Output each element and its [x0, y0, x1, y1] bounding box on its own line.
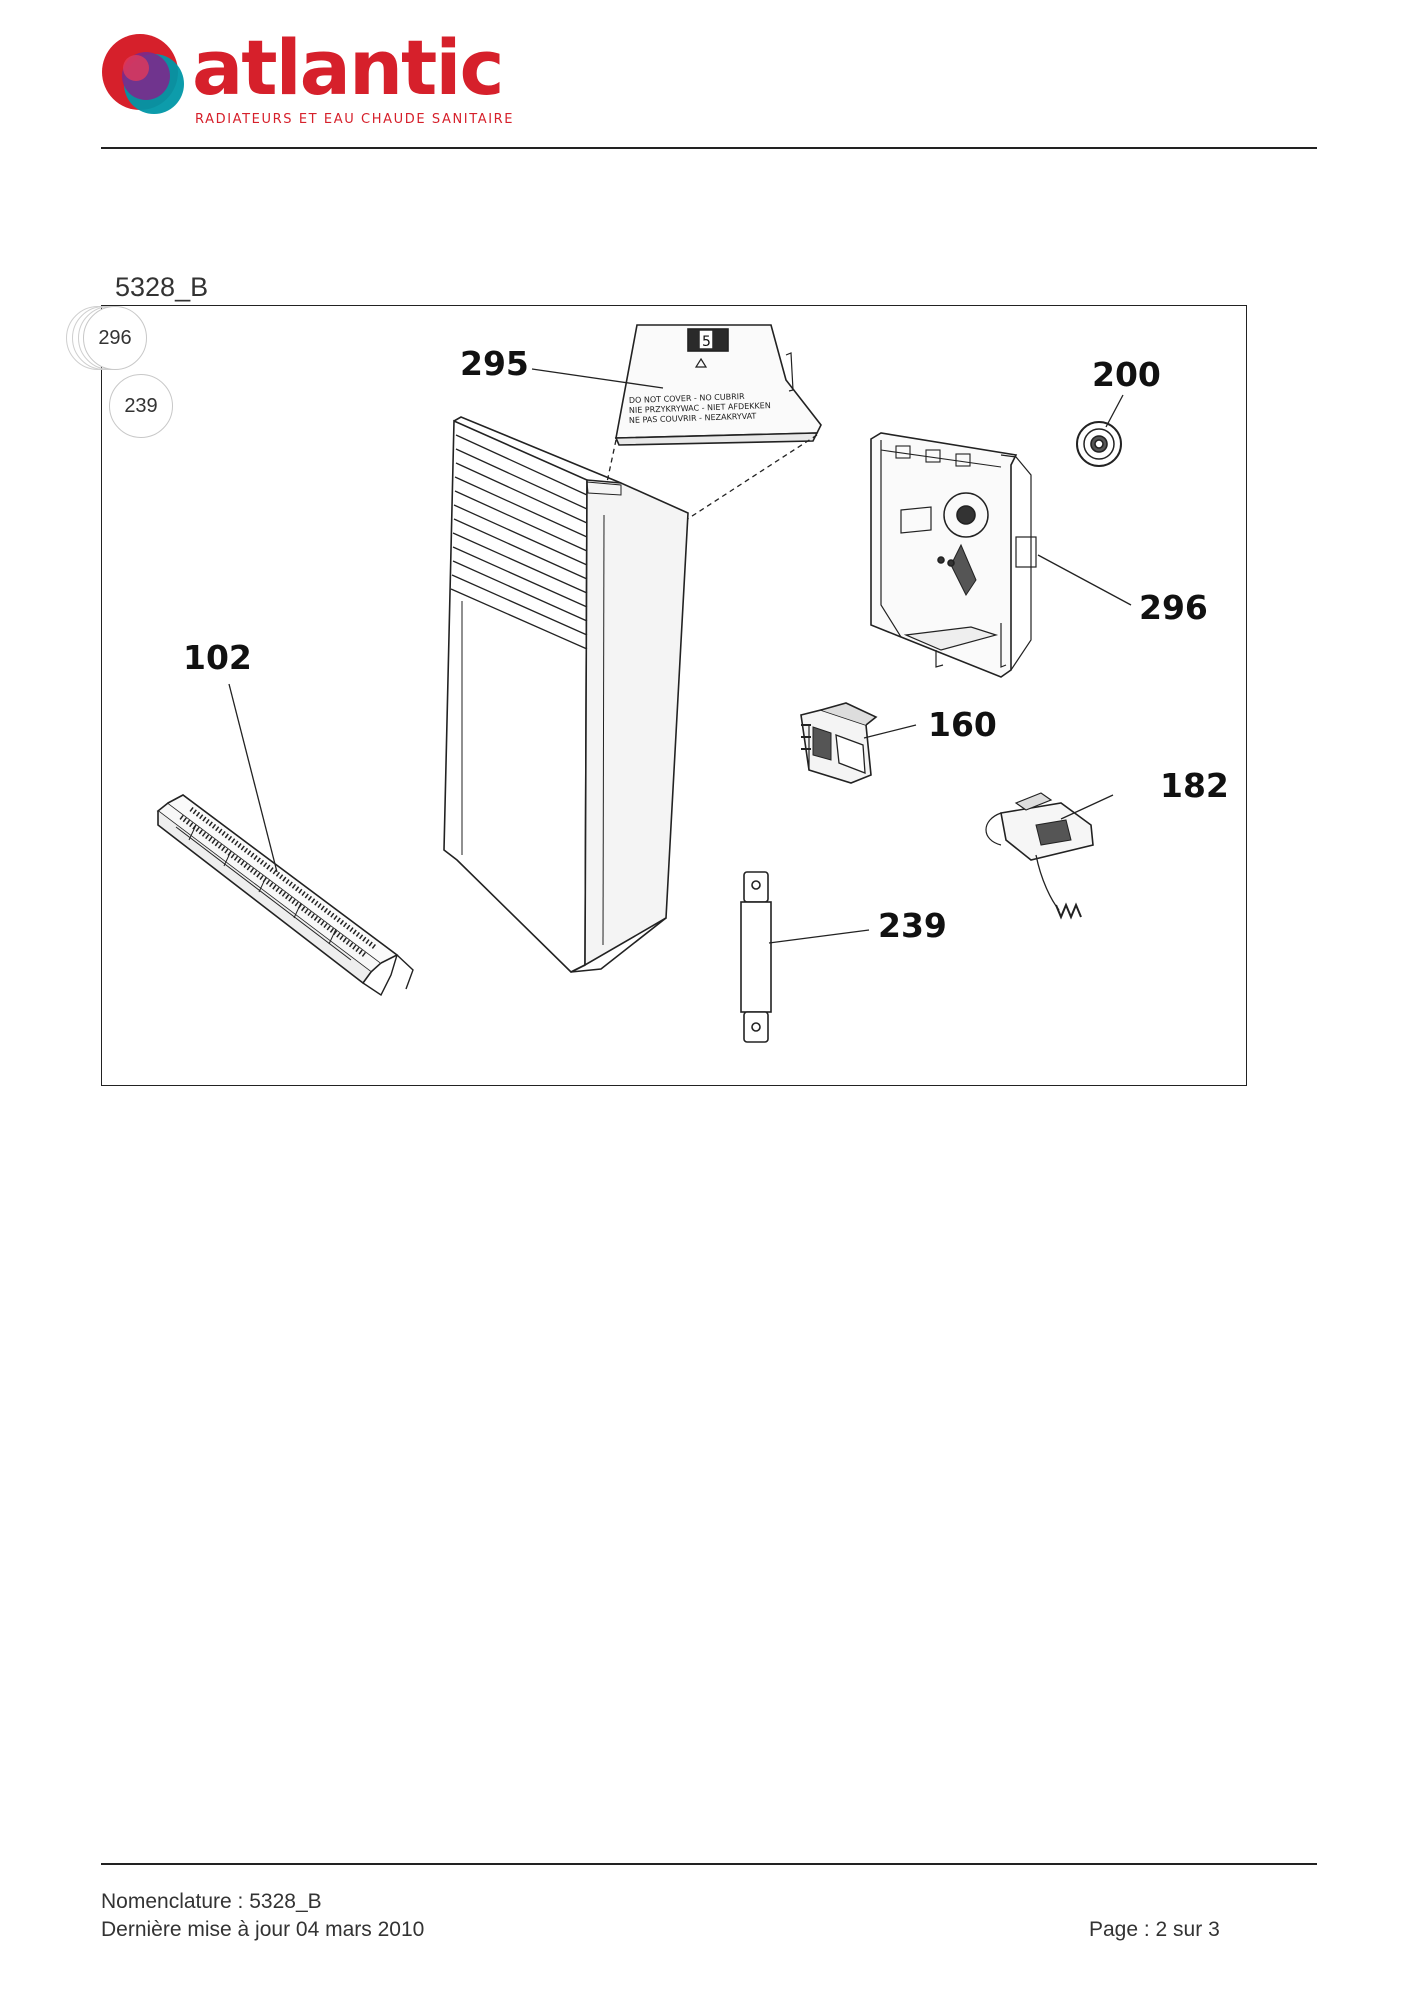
cover-warning-line-3: NE PAS COUVRIR - NEZAKRYVAT — [629, 412, 757, 425]
cover-warning-line-1: DO NOT COVER - NO CUBRIR — [629, 392, 745, 405]
bubble-239[interactable]: 239 — [109, 374, 173, 438]
footer-page-number: Page : 2 sur 3 — [1089, 1918, 1220, 1941]
atlantic-logo — [102, 34, 184, 114]
callout-160: 160 — [928, 705, 997, 744]
document-reference: 5328_B — [115, 272, 209, 302]
part-160-switch — [800, 702, 878, 784]
part-102-heating-element — [156, 794, 414, 997]
part-296-control-box — [870, 432, 1037, 678]
leader-lines — [228, 368, 1132, 944]
header-divider — [101, 147, 1317, 149]
radiator-body — [443, 416, 689, 973]
part-182-thermal-fuse — [985, 792, 1094, 920]
footer-nomenclature: Nomenclature : 5328_B — [101, 1890, 322, 1913]
brand-wordmark: atlantic — [192, 23, 504, 112]
callout-295: 295 — [460, 344, 529, 383]
assembly-guide-line — [605, 439, 617, 488]
part-239-connector — [740, 871, 772, 1043]
callout-200: 200 — [1092, 355, 1161, 394]
diagram-frame — [101, 305, 1247, 1086]
footer-divider — [101, 1863, 1317, 1865]
thermostat-digit: 5 — [702, 334, 711, 350]
callout-296: 296 — [1139, 588, 1208, 627]
brand-tagline: RADIATEURS ET EAU CHAUDE SANITAIRE — [195, 112, 515, 127]
part-295-top-cover: 5 DO NOT COVER - NO CUBRIR NIE PRZYKRYWA… — [614, 324, 822, 446]
callout-102: 102 — [183, 638, 252, 677]
exploded-parts-diagram: 5 DO NOT COVER - NO CUBRIR NIE PRZYKRYWA… — [156, 324, 1132, 1043]
callout-182: 182 — [1160, 766, 1229, 805]
bubble-296[interactable]: 296 — [83, 306, 147, 370]
callout-239: 239 — [878, 906, 947, 945]
footer-last-updated: Dernière mise à jour 04 mars 2010 — [101, 1918, 425, 1941]
logo-emblem-icon — [102, 34, 184, 114]
assembly-guide-line — [685, 434, 818, 521]
part-200-knob — [1076, 421, 1122, 467]
